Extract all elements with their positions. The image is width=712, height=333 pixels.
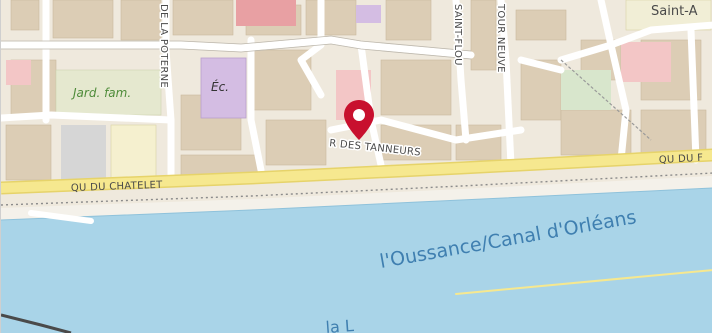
place-label-partial: Saint-A bbox=[651, 4, 698, 19]
street-label-tour-neuve: TOUR NEUVE bbox=[495, 3, 506, 73]
street-label-quai-fort: QU DU F bbox=[659, 153, 704, 166]
garden-label: Jard. fam. bbox=[71, 86, 131, 100]
minor-street-casing bbox=[1, 35, 472, 60]
quay-road bbox=[1, 150, 712, 193]
industrial-block bbox=[110, 124, 157, 181]
rail-track bbox=[1, 313, 72, 333]
highlight-building bbox=[6, 60, 31, 85]
industrial-block bbox=[61, 125, 106, 180]
water-edge bbox=[1, 187, 712, 221]
street-label-saint-flou: SAINT-FLOU bbox=[452, 4, 463, 66]
street-label-quai-chatelet: QU DU CHATELET bbox=[71, 180, 164, 194]
waterway-label-partial: la L bbox=[325, 316, 355, 333]
pier bbox=[28, 210, 94, 224]
minor-streets bbox=[1, 0, 712, 184]
institution-building bbox=[356, 5, 381, 23]
water-body bbox=[1, 188, 712, 333]
map-pin-icon[interactable] bbox=[344, 100, 374, 140]
school-building bbox=[200, 57, 247, 119]
street-label-poterne: DE LA POTERNE bbox=[158, 4, 169, 88]
boundary-line bbox=[1, 172, 712, 206]
school-label: Éc. bbox=[211, 79, 229, 94]
water-channel bbox=[455, 269, 712, 295]
highlight-building bbox=[621, 42, 671, 82]
garden-area bbox=[55, 69, 162, 116]
park-area bbox=[561, 70, 611, 110]
rail-line bbox=[560, 59, 652, 141]
riverbank bbox=[1, 176, 712, 220]
highlight-building bbox=[236, 0, 296, 26]
